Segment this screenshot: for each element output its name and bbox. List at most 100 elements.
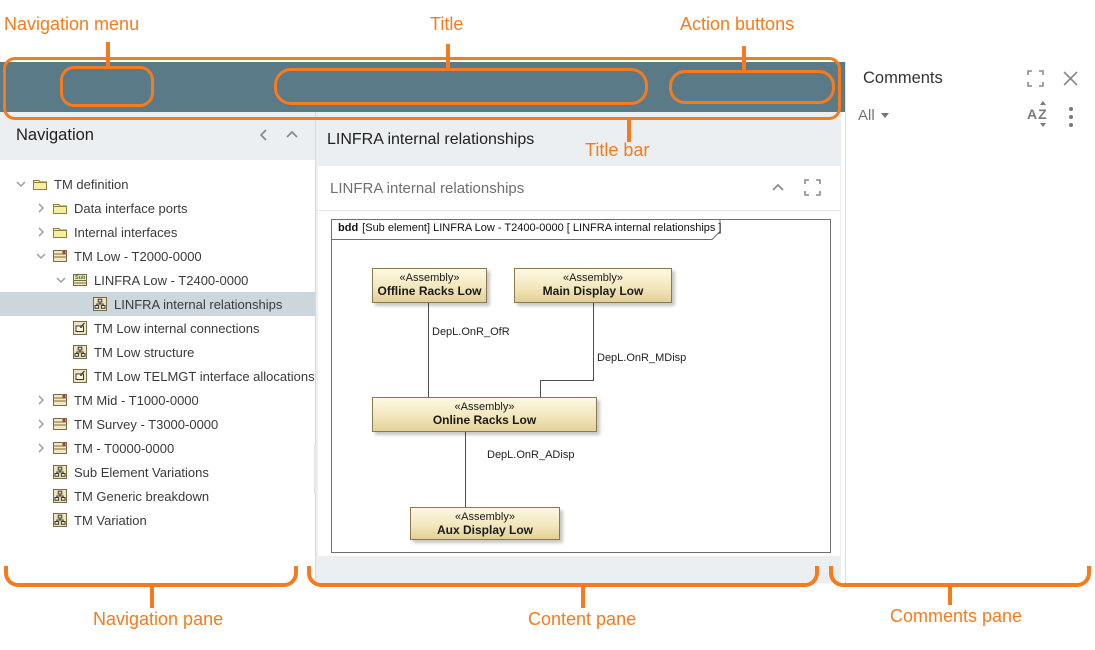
diagram-frame-label: bdd[Sub element] LINFRA Low - T2400-0000… bbox=[338, 222, 722, 234]
tree-chevron bbox=[34, 488, 52, 504]
annotation-stem bbox=[106, 42, 110, 68]
block-aux-display-low[interactable]: «Assembly» Aux Display Low bbox=[410, 507, 560, 540]
collapse-left-icon[interactable] bbox=[256, 127, 272, 143]
tree-item-label: LINFRA internal relationships bbox=[114, 296, 283, 312]
chevron-right-icon[interactable] bbox=[34, 416, 52, 432]
bdd-diagram-icon bbox=[92, 296, 112, 312]
navigation-pane: Navigation TM definition Data interface … bbox=[0, 112, 315, 583]
annotation-stem bbox=[948, 586, 952, 605]
tree-item-label: TM Generic breakdown bbox=[74, 488, 210, 504]
chevron-right-icon[interactable] bbox=[34, 392, 52, 408]
chevron-right-icon[interactable] bbox=[34, 200, 52, 216]
annotation-comments-bracket bbox=[829, 566, 1091, 587]
annotation-stem bbox=[627, 119, 631, 142]
annotation-comments-pane: Comments pane bbox=[890, 606, 1023, 626]
element-icon bbox=[52, 392, 72, 408]
tree-item[interactable]: TM Low - T2000-0000 bbox=[0, 244, 315, 268]
ibd-diagram-icon bbox=[72, 368, 92, 384]
chevron-down-icon bbox=[880, 113, 889, 118]
tree-item[interactable]: TM Variation bbox=[0, 508, 315, 532]
tree-item[interactable]: Sub Element Variations bbox=[0, 460, 315, 484]
tree-item[interactable]: TM Mid - T1000-0000 bbox=[0, 388, 315, 412]
navigation-tree: TM definition Data interface ports Inter… bbox=[0, 172, 315, 532]
block-stereotype: «Assembly» bbox=[455, 511, 515, 523]
chevron-right-icon[interactable] bbox=[34, 440, 52, 456]
more-icon[interactable] bbox=[1069, 107, 1073, 131]
edge-label: DepL.OnR_OfR bbox=[432, 326, 510, 338]
block-stereotype: «Assembly» bbox=[563, 272, 623, 284]
chevron-right-icon[interactable] bbox=[34, 224, 52, 240]
tree-item[interactable]: TM definition bbox=[0, 172, 315, 196]
tree-chevron bbox=[54, 344, 72, 360]
bdd-diagram-icon bbox=[52, 464, 72, 480]
annotation-title-outline bbox=[274, 68, 648, 105]
pane-divider bbox=[315, 112, 316, 583]
tree-item-label: Internal interfaces bbox=[74, 224, 178, 240]
content-pane-title: LINFRA internal relationships bbox=[327, 131, 535, 148]
tree-item[interactable]: TM Low TELMGT interface allocations bbox=[0, 364, 315, 388]
tree-item-label: Sub Element Variations bbox=[74, 464, 209, 480]
folder-icon bbox=[52, 224, 72, 240]
edge-label: DepL.OnR_ADisp bbox=[487, 449, 575, 461]
tree-item[interactable]: Data interface ports bbox=[0, 196, 315, 220]
folder-icon bbox=[52, 200, 72, 216]
collapse-up-icon[interactable] bbox=[770, 180, 786, 196]
tree-item-label: TM - T0000-0000 bbox=[74, 440, 175, 456]
content-pane-header: LINFRA internal relationships bbox=[316, 112, 841, 160]
tree-chevron bbox=[54, 368, 72, 384]
block-offline-racks-low[interactable]: «Assembly» Offline Racks Low bbox=[372, 268, 487, 303]
tree-item-label: TM Survey - T3000-0000 bbox=[74, 416, 219, 432]
chevron-down-icon[interactable] bbox=[34, 248, 52, 264]
annotation-navigation-menu: Navigation menu bbox=[4, 14, 140, 34]
tree-chevron bbox=[34, 512, 52, 528]
fullscreen-icon[interactable] bbox=[804, 179, 821, 196]
tree-item[interactable]: TM Low internal connections bbox=[0, 316, 315, 340]
svg-text:Sub: Sub bbox=[75, 275, 86, 281]
frame-kind: bdd bbox=[338, 222, 359, 234]
tree-item-label: TM Variation bbox=[74, 512, 147, 528]
close-icon[interactable] bbox=[1062, 70, 1079, 87]
tree-chevron bbox=[74, 296, 92, 312]
element-icon bbox=[52, 248, 72, 264]
tree-item[interactable]: TM - T0000-0000 bbox=[0, 436, 315, 460]
chevron-down-icon[interactable] bbox=[54, 272, 72, 288]
bdd-diagram-icon bbox=[52, 488, 72, 504]
tree-chevron bbox=[54, 320, 72, 336]
block-stereotype: «Assembly» bbox=[454, 401, 515, 413]
sub-element-icon: Sub bbox=[72, 272, 92, 288]
comments-filter-label: All bbox=[858, 107, 875, 124]
chevron-down-icon[interactable] bbox=[14, 176, 32, 192]
tree-chevron bbox=[34, 464, 52, 480]
tree-item[interactable]: TM Generic breakdown bbox=[0, 484, 315, 508]
block-main-display-low[interactable]: «Assembly» Main Display Low bbox=[514, 268, 672, 303]
tree-item[interactable]: TM Low structure bbox=[0, 340, 315, 364]
edge-label: DepL.OnR_MDisp bbox=[597, 352, 687, 364]
tree-item[interactable]: Sub LINFRA Low - T2400-0000 bbox=[0, 268, 315, 292]
tree-item[interactable]: LINFRA internal relationships bbox=[0, 292, 315, 316]
fullscreen-icon[interactable] bbox=[1027, 70, 1044, 87]
annotation-navigation-pane: Navigation pane bbox=[93, 609, 224, 629]
block-online-racks-low[interactable]: «Assembly» Online Racks Low bbox=[372, 397, 597, 432]
tree-item[interactable]: TM Survey - T3000-0000 bbox=[0, 412, 315, 436]
comments-pane: Comments All AZ bbox=[845, 62, 1095, 583]
block-name: Offline Racks Low bbox=[377, 284, 482, 298]
collapse-up-icon[interactable] bbox=[284, 127, 300, 143]
element-icon bbox=[52, 440, 72, 456]
navigation-pane-header: Navigation bbox=[0, 112, 315, 160]
element-icon bbox=[52, 416, 72, 432]
annotation-action-buttons: Action buttons bbox=[680, 14, 795, 34]
comments-filter-dropdown[interactable]: All bbox=[858, 107, 889, 124]
sort-az-icon[interactable]: AZ bbox=[1027, 101, 1048, 127]
annotation-actions-outline bbox=[669, 70, 835, 104]
annotation-menu-outline bbox=[60, 66, 154, 107]
bdd-diagram-icon bbox=[72, 344, 92, 360]
annotation-stem bbox=[581, 587, 585, 608]
frame-label-text: [Sub element] LINFRA Low - T2400-0000 [ … bbox=[362, 222, 722, 234]
annotation-title: Title bbox=[430, 14, 464, 34]
annotation-content-bracket bbox=[307, 566, 819, 587]
annotation-title-bar: Title bar bbox=[585, 140, 650, 160]
block-name: Main Display Low bbox=[542, 284, 644, 298]
tree-item[interactable]: Internal interfaces bbox=[0, 220, 315, 244]
block-stereotype: «Assembly» bbox=[399, 272, 460, 284]
ibd-diagram-icon bbox=[72, 320, 92, 336]
